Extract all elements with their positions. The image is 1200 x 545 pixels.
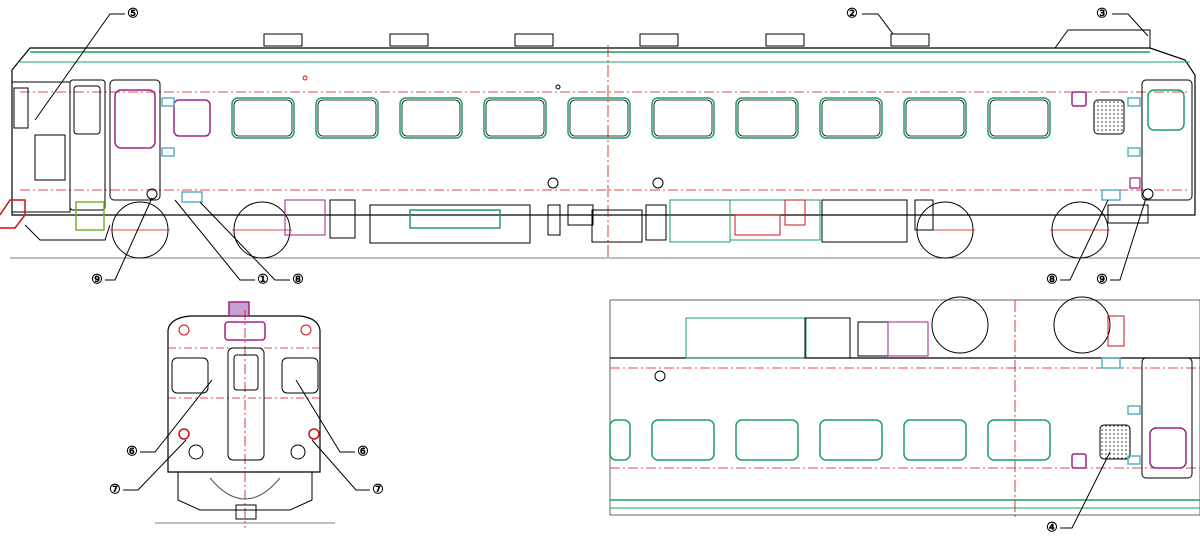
callout-6-right: ⑥	[357, 445, 369, 460]
front-roof-unit	[228, 301, 250, 317]
callout-3: ③	[1096, 7, 1108, 22]
callout-7-right: ⑦	[372, 483, 384, 498]
front-window-left	[171, 357, 209, 394]
side-view-partial	[609, 296, 1200, 520]
handle-left	[146, 188, 158, 200]
callout-5: ⑤	[127, 7, 139, 22]
marker-lights	[161, 97, 1141, 203]
partial-view-frame	[609, 299, 1200, 516]
small-window-left	[173, 99, 211, 137]
cab-panel	[34, 134, 66, 181]
underfloor-equipment	[284, 177, 1149, 244]
callout-8-right: ⑧	[1046, 273, 1058, 288]
door-left-window	[114, 89, 156, 149]
headlight-right	[290, 444, 306, 460]
grille-right	[1093, 99, 1125, 135]
callout-9-left: ⑨	[91, 273, 103, 288]
handle-right	[1142, 188, 1154, 200]
door-left	[109, 79, 161, 201]
headlight-box	[75, 201, 105, 231]
door-right	[1141, 79, 1193, 201]
cab-front	[11, 81, 71, 213]
side-windows	[231, 97, 1051, 139]
callout-9-right: ⑨	[1096, 273, 1108, 288]
callout-6-left: ⑥	[126, 445, 138, 460]
tail-light-left	[178, 428, 190, 440]
callouts: ⑤ ② ③ ④ ⑥ ⑥ ⑦ ⑦ ① ⑧ ⑧ ⑨ ⑨	[91, 7, 1108, 536]
grille-lower	[1099, 424, 1131, 460]
callout-8-left: ⑧	[292, 273, 304, 288]
roof-vents	[263, 33, 930, 47]
callout-1: ①	[257, 273, 269, 288]
callout-4: ④	[1046, 521, 1058, 536]
front-gangway-door	[227, 347, 265, 461]
tail-light-right	[308, 428, 320, 440]
front-coupler	[235, 504, 257, 520]
small-square-right	[1071, 91, 1087, 107]
headlight-left	[188, 444, 204, 460]
front-body-outline	[167, 315, 321, 473]
callout-7-left: ⑦	[109, 483, 121, 498]
destination-sign	[224, 321, 266, 341]
front-skirt	[177, 472, 313, 511]
side-view-full	[0, 29, 1200, 259]
cab-door	[69, 79, 106, 211]
door-lower	[1141, 357, 1193, 479]
front-window-right	[281, 357, 319, 394]
front-view	[155, 301, 335, 528]
callout-2: ②	[846, 7, 858, 22]
car-body-outline	[11, 47, 1196, 216]
leader-lines	[34, 13, 1149, 529]
coupler-front	[0, 199, 26, 229]
door-right-window	[1147, 89, 1185, 131]
roof-equipment	[1054, 29, 1151, 49]
